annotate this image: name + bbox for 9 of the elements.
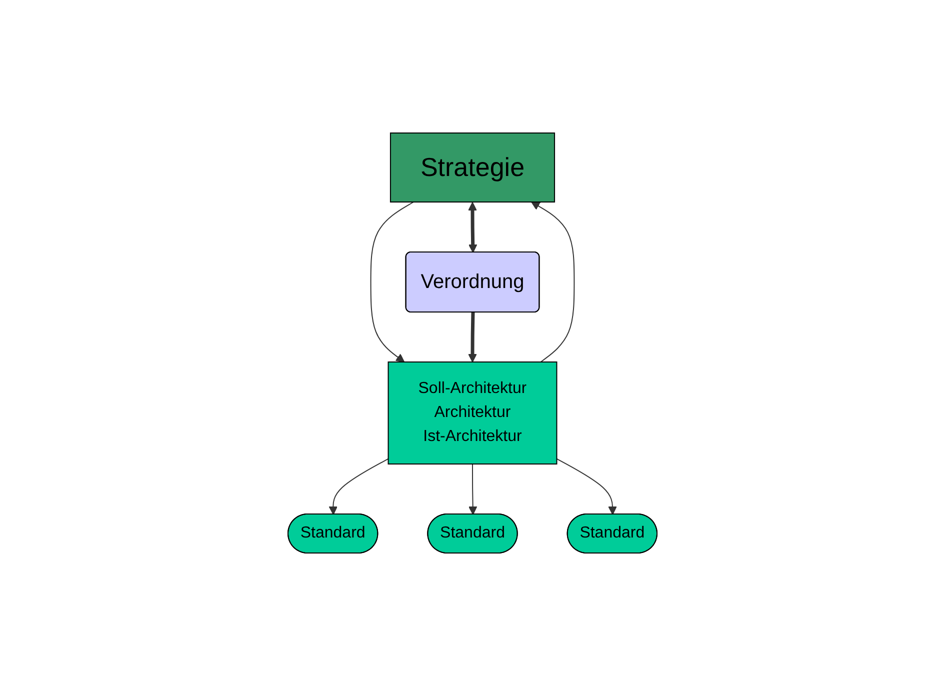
arrow [531, 202, 575, 362]
node-box: Strategie [390, 132, 556, 202]
arrow [468, 312, 477, 362]
arrow [370, 202, 414, 362]
arrow [328, 458, 389, 515]
node-box: Soll-Architektur Architektur Ist-Architektur [388, 362, 558, 464]
arrow [468, 202, 478, 253]
arrow [556, 458, 617, 515]
arrow [468, 464, 478, 515]
